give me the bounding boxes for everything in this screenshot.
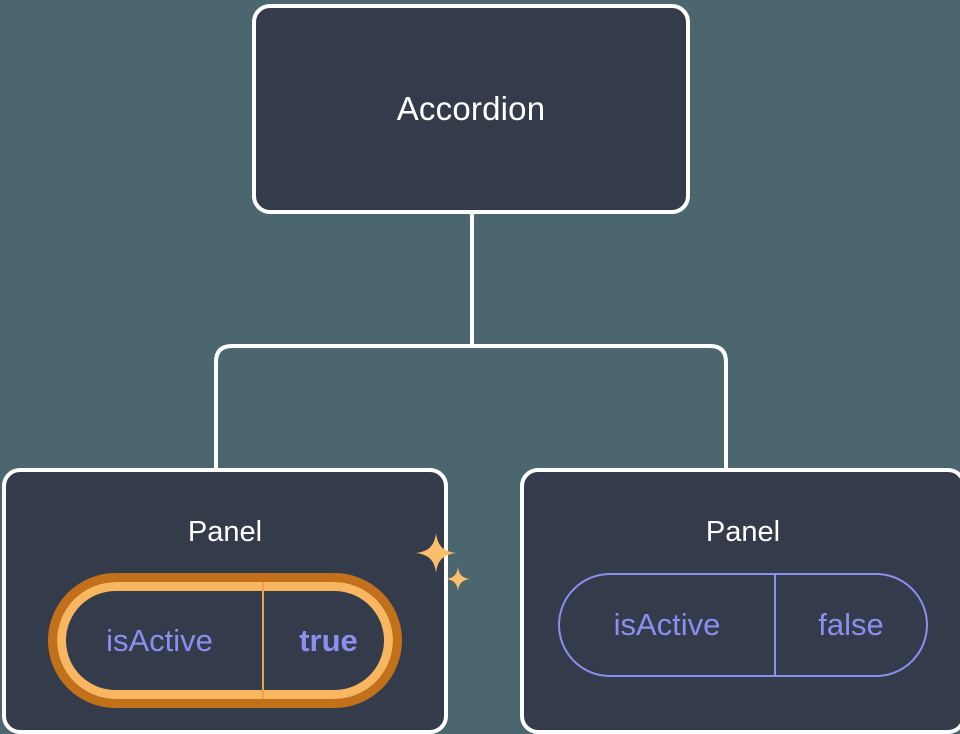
prop-key: isActive: [613, 607, 721, 642]
tree-node-title: Panel: [705, 516, 781, 548]
sparkle-small-icon: [446, 567, 470, 591]
prop-value: false: [774, 575, 926, 675]
tree-node-accordion[interactable]: Accordion: [252, 4, 690, 214]
tree-node-title: Panel: [187, 516, 263, 548]
prop-value: true: [262, 582, 393, 699]
prop-pill-container: isActive false: [524, 573, 960, 677]
tree-node-title: Accordion: [396, 90, 546, 127]
prop-pill-container: isActive true: [6, 533, 470, 708]
connector-split-bracket: [214, 344, 728, 468]
prop-badge-isactive-false[interactable]: isActive false: [558, 573, 928, 677]
prop-badge-isactive-true[interactable]: isActive true: [48, 573, 402, 708]
tree-node-panel-inactive[interactable]: Panel isActive false: [520, 468, 960, 734]
tree-node-panel-active[interactable]: Panel isActive true: [2, 468, 470, 734]
prop-key: isActive: [106, 622, 213, 658]
